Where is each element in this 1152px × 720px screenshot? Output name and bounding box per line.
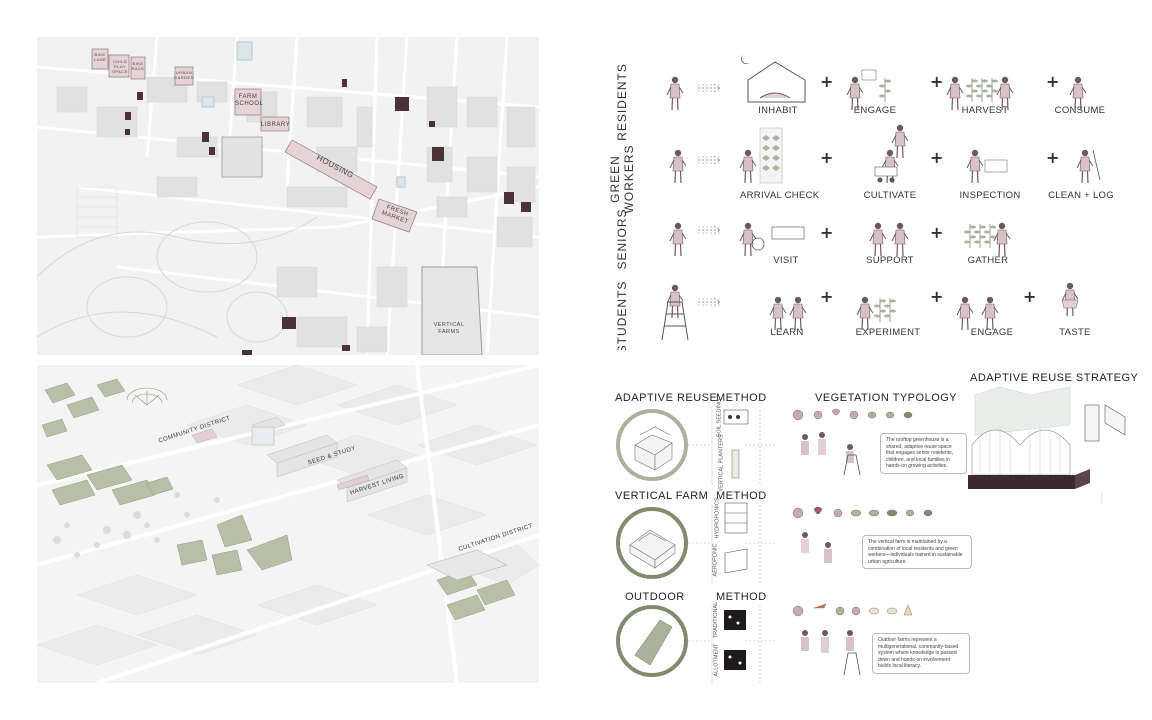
note-vertical: The vertical farm is maintained by a com…: [862, 535, 972, 569]
method-allotment: ALLOTMENT: [713, 643, 720, 677]
map-label-farm-school: FARM SCHOOL: [235, 94, 264, 107]
activity-inspection: INSPECTION: [959, 190, 1021, 201]
map-label-library: LIBRARY: [261, 122, 291, 128]
map-label-bike-lane: BIKE LANE: [93, 52, 107, 62]
header-method-3: METHOD: [716, 591, 767, 603]
plus-2-1: +: [820, 148, 834, 167]
header-method-1: METHOD: [716, 392, 767, 404]
plus-3-1: +: [820, 223, 834, 242]
vegetation-people: [801, 432, 861, 676]
activity-cultivate: CULTIVATE: [863, 190, 917, 201]
axonometric-drawing: [37, 365, 539, 683]
method-hydroponics: HYDROPONICS: [714, 497, 721, 539]
activity-engage-students: ENGAGE: [970, 327, 1014, 338]
activity-learn: LEARN: [770, 327, 804, 338]
plus-2-2: +: [930, 148, 944, 167]
method-aeroponic: AEROPONIC: [712, 543, 719, 577]
strategy-panel: ADAPTIVE REUSE METHOD VEGETATION TYPOLOG…: [600, 365, 1140, 695]
header-method-2: METHOD: [716, 490, 767, 502]
plus-1-3: +: [1046, 72, 1060, 91]
method-vertical-planters: VERTICAL PLANTERS: [718, 434, 725, 492]
axonometric-view: COMMUNITY DISTRICT SEED & STUDY HARVEST …: [37, 365, 539, 683]
plus-3-2: +: [930, 223, 944, 242]
header-vertical-farm: VERTICAL FARM: [615, 490, 709, 502]
plus-2-3: +: [1046, 148, 1060, 167]
activity-taste: TASTE: [1059, 327, 1091, 338]
activity-engage: ENGAGE: [853, 105, 897, 116]
method-soil-seeding: SOIL SEEDING: [716, 398, 723, 438]
greenhouse-axon: [968, 386, 1126, 505]
plus-4-3: +: [1023, 287, 1037, 306]
header-vegetation-typology: VEGETATION TYPOLOGY: [815, 392, 958, 404]
map-label-child-play: CHILD PLAY SPACE: [112, 59, 128, 74]
program-diagram: RESIDENTS GREEN WORKERS SENIORS STUDENTS: [600, 40, 1140, 350]
plus-4-1: +: [820, 287, 834, 306]
site-map-drawing: [37, 37, 539, 355]
house-icon: [741, 55, 806, 103]
header-outdoor: OUTDOOR: [625, 591, 685, 603]
activity-support: SUPPORT: [866, 255, 914, 266]
activity-harvest: HARVEST: [961, 105, 1009, 116]
program-figures: [661, 55, 1101, 341]
activity-consume: CONSUME: [1054, 105, 1106, 116]
activity-inhabit: INHABIT: [758, 105, 798, 116]
plus-1-2: +: [930, 72, 944, 91]
map-label-urban-garden: URBAN GARDEN: [174, 70, 195, 80]
header-adaptive-reuse-strategy: ADAPTIVE REUSE STRATEGY: [970, 372, 1139, 384]
plus-4-2: +: [930, 287, 944, 306]
activity-visit: VISIT: [773, 255, 799, 266]
header-adaptive-reuse: ADAPTIVE REUSE: [615, 392, 718, 404]
strategy-drawings: [616, 386, 1126, 685]
map-label-vertical-farms: VERTICAL FARMS: [433, 322, 465, 335]
note-outdoor: Outdoor farms represent a multigeneratio…: [872, 633, 970, 674]
note-reuse: The rooftop greenhouse is a shared, adap…: [880, 433, 967, 474]
map-label-bike-rack: BIKE RACK: [131, 61, 145, 71]
activity-clean-log: CLEAN + LOG: [1048, 190, 1114, 201]
plus-1-1: +: [820, 72, 834, 91]
activity-arrival-check: ARRIVAL CHECK: [740, 190, 820, 201]
activity-gather: GATHER: [967, 255, 1009, 266]
activity-experiment: EXPERIMENT: [855, 327, 921, 338]
site-map: BIKE LANE CHILD PLAY SPACE BIKE RACK URB…: [37, 37, 539, 355]
method-traditional: TRADITIONAL: [713, 601, 720, 639]
